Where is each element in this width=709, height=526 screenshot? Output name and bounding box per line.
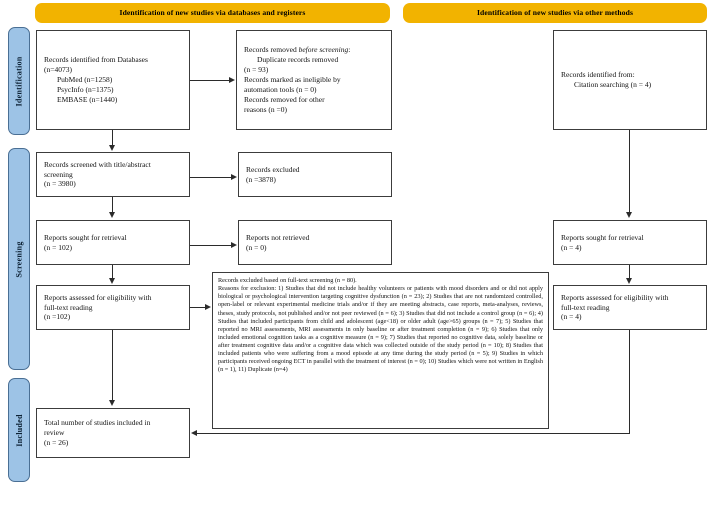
arrowhead-screened-to-sought bbox=[109, 212, 115, 218]
connector-identified-to-screened bbox=[112, 130, 114, 146]
header-databases-label: Identification of new studies via databa… bbox=[119, 7, 306, 17]
rail-included-label: Included bbox=[14, 413, 24, 447]
total-included-line2: review bbox=[44, 428, 65, 438]
records-removed-other-n: reasons (n =0) bbox=[244, 104, 287, 114]
reports-sought-other-line1: Reports sought for retrieval bbox=[561, 232, 644, 242]
reports-not-retrieved-line1: Reports not retrieved bbox=[246, 232, 310, 242]
connector-identified-to-removed bbox=[190, 80, 230, 82]
arrowhead-identified-to-screened bbox=[109, 145, 115, 151]
records-removed-heading-em: before screening bbox=[298, 45, 349, 55]
connector-sought-to-assessed bbox=[112, 265, 114, 279]
records-removed-heading: Records removed before screening: bbox=[244, 45, 384, 55]
records-identified-pubmed: PubMed (n=1258) bbox=[57, 75, 113, 85]
excluded-fulltext-body: Reasons for exclusion: 1) Studies that d… bbox=[218, 285, 545, 374]
records-identified-other-citation: Citation searching (n = 4) bbox=[574, 80, 652, 89]
box-reports-sought-other: Reports sought for retrieval (n = 4) bbox=[553, 220, 707, 265]
reports-sought-line1: Reports sought for retrieval bbox=[44, 232, 127, 242]
records-removed-automation: automation tools (n = 0) bbox=[244, 84, 317, 94]
header-other-methods-label: Identification of new studies via other … bbox=[476, 7, 633, 17]
records-identified-psycinfo: PsycInfo (n=1375) bbox=[57, 84, 114, 94]
reports-assessed-other-line3: (n = 4) bbox=[561, 312, 582, 322]
box-records-screened: Records screened with title/abstract scr… bbox=[36, 152, 190, 197]
records-identified-embase: EMBASE (n=1440) bbox=[57, 94, 118, 104]
reports-assessed-line2: full-text reading bbox=[44, 302, 93, 312]
reports-assessed-line1: Reports assessed for eligibility with bbox=[44, 292, 152, 302]
arrowhead-other-sought-to-assessed bbox=[626, 278, 632, 284]
connector-other-sought-to-assessed bbox=[629, 265, 631, 279]
box-records-removed-before-screening: Records removed before screening: Duplic… bbox=[236, 30, 392, 130]
records-identified-other-line1: Records identified from: bbox=[561, 70, 635, 80]
header-databases-and-registers: Identification of new studies via databa… bbox=[35, 3, 390, 23]
box-reports-sought: Reports sought for retrieval (n = 102) bbox=[36, 220, 190, 265]
total-included-line1: Total number of studies included in bbox=[44, 418, 151, 428]
header-other-methods: Identification of new studies via other … bbox=[403, 3, 707, 23]
connector-sought-to-not-retrieved bbox=[190, 245, 232, 247]
connector-screened-to-excluded bbox=[190, 177, 232, 179]
records-removed-heading-c: : bbox=[348, 45, 351, 55]
box-records-excluded: Records excluded (n =3878) bbox=[238, 152, 392, 197]
reports-sought-other-line2: (n = 4) bbox=[561, 242, 582, 252]
arrowhead-sought-to-not-retrieved bbox=[231, 242, 237, 248]
records-removed-ineligible: Records marked as ineligible by bbox=[244, 75, 341, 85]
box-records-identified-databases: Records identified from Databases (n=407… bbox=[36, 30, 190, 130]
rail-included: Included bbox=[8, 378, 30, 482]
rail-screening: Screening bbox=[8, 148, 30, 370]
connector-other-identified-to-sought bbox=[629, 130, 631, 212]
arrowhead-screened-to-excluded bbox=[231, 174, 237, 180]
excluded-fulltext-heading: Records excluded based on full-text scre… bbox=[218, 277, 357, 284]
records-removed-duplicates-n: (n = 93) bbox=[244, 65, 269, 75]
arrowhead-identified-to-removed bbox=[229, 77, 235, 83]
connector-other-assessed-down bbox=[629, 330, 631, 434]
connector-assessed-to-total bbox=[112, 330, 114, 401]
reports-assessed-other-line2: full-text reading bbox=[561, 302, 610, 312]
total-included-line3: (n = 26) bbox=[44, 437, 69, 447]
records-excluded-line1: Records excluded bbox=[246, 164, 300, 174]
box-reports-assessed: Reports assessed for eligibility with fu… bbox=[36, 285, 190, 330]
arrowhead-assessed-to-total bbox=[109, 400, 115, 406]
reports-assessed-line3: (n =102) bbox=[44, 312, 71, 322]
reports-not-retrieved-line2: (n = 0) bbox=[246, 242, 267, 252]
connector-screened-to-sought bbox=[112, 197, 114, 213]
box-total-included: Total number of studies included in revi… bbox=[36, 408, 190, 458]
records-screened-line3: (n = 3980) bbox=[44, 179, 76, 189]
rail-identification-label: Identification bbox=[14, 55, 24, 107]
records-removed-duplicates: Duplicate records removed bbox=[257, 55, 339, 65]
box-records-excluded-fulltext: Records excluded based on full-text scre… bbox=[212, 272, 549, 429]
arrowhead-assessed-to-excluded-fulltext bbox=[205, 304, 211, 310]
records-excluded-line2: (n =3878) bbox=[246, 174, 276, 184]
box-records-identified-other-methods: Records identified from: Citation search… bbox=[553, 30, 707, 130]
rail-screening-label: Screening bbox=[14, 240, 24, 278]
records-identified-line1: Records identified from Databases bbox=[44, 55, 148, 65]
records-removed-other: Records removed for other bbox=[244, 94, 325, 104]
box-reports-assessed-other: Reports assessed for eligibility with fu… bbox=[553, 285, 707, 330]
arrowhead-sought-to-assessed bbox=[109, 278, 115, 284]
arrowhead-other-identified-to-sought bbox=[626, 212, 632, 218]
box-reports-not-retrieved: Reports not retrieved (n = 0) bbox=[238, 220, 392, 265]
records-identified-line2: (n=4073) bbox=[44, 65, 72, 75]
records-screened-line1: Records screened with title/abstract bbox=[44, 159, 151, 169]
connector-other-assessed-to-total bbox=[197, 433, 630, 435]
records-removed-heading-a: Records removed bbox=[244, 45, 299, 55]
reports-sought-line2: (n = 102) bbox=[44, 242, 72, 252]
arrowhead-other-assessed-to-total bbox=[191, 430, 197, 436]
reports-assessed-other-line1: Reports assessed for eligibility with bbox=[561, 292, 669, 302]
rail-identification: Identification bbox=[8, 27, 30, 135]
records-screened-line2: screening bbox=[44, 169, 73, 179]
connector-assessed-to-excluded-fulltext bbox=[190, 307, 206, 309]
